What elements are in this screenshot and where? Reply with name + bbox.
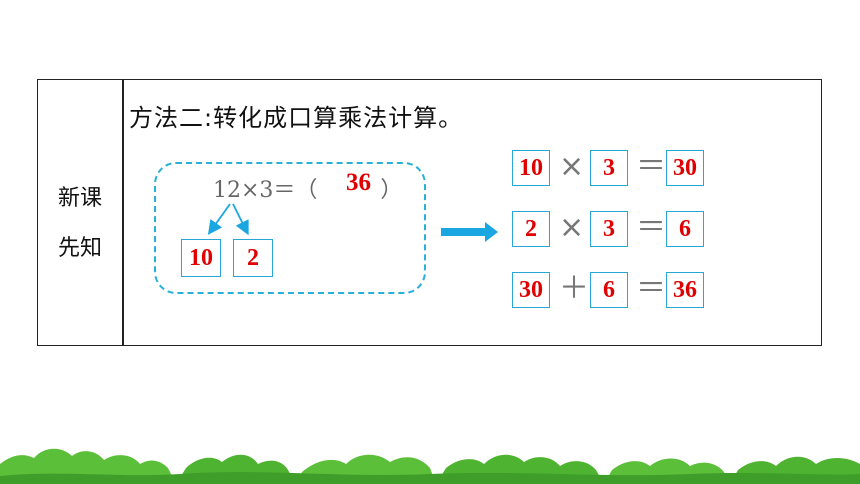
transform-arrow-icon xyxy=(441,222,498,242)
eq1-operand-a: 10 xyxy=(512,150,550,186)
eq2-operator: × xyxy=(559,210,585,245)
expression-close: ） xyxy=(380,178,403,203)
multiplication-expression: 12×3＝（ ） xyxy=(213,172,402,204)
split-arrow-left xyxy=(207,203,231,235)
eq1-operator: × xyxy=(559,149,585,184)
eq2-operand-b: 3 xyxy=(590,211,628,247)
eq3-equals: ＝ xyxy=(636,271,666,306)
eq3-operator: ＋ xyxy=(559,271,589,306)
eq2-equals: ＝ xyxy=(636,210,666,245)
expression-text: 12×3＝（ xyxy=(213,178,318,203)
column-divider xyxy=(122,80,124,345)
split-box-left: 10 xyxy=(181,239,221,277)
side-label-line2: 先知 xyxy=(57,236,102,261)
side-label-line1: 新课 xyxy=(57,186,102,211)
split-box-right: 2 xyxy=(233,239,273,277)
dashed-work-area xyxy=(154,162,426,294)
eq1-operand-b: 3 xyxy=(590,150,628,186)
grass-decoration xyxy=(0,448,860,484)
eq1-equals: ＝ xyxy=(636,149,666,184)
eq2-operand-a: 2 xyxy=(512,211,550,247)
eq3-operand-b: 6 xyxy=(590,272,628,308)
split-arrow-right xyxy=(232,203,249,236)
eq1-result: 30 xyxy=(666,150,704,186)
lesson-table: 新课 先知 方法二:转化成口算乘法计算。 12×3＝（ ） 36 10 2 10… xyxy=(37,79,822,346)
eq3-operand-a: 30 xyxy=(512,272,550,308)
expression-answer: 36 xyxy=(346,169,371,196)
eq3-result: 36 xyxy=(666,272,704,308)
arrows-layer xyxy=(207,203,498,242)
method-heading: 方法二:转化成口算乘法计算。 xyxy=(129,104,464,132)
eq2-result: 6 xyxy=(666,211,704,247)
